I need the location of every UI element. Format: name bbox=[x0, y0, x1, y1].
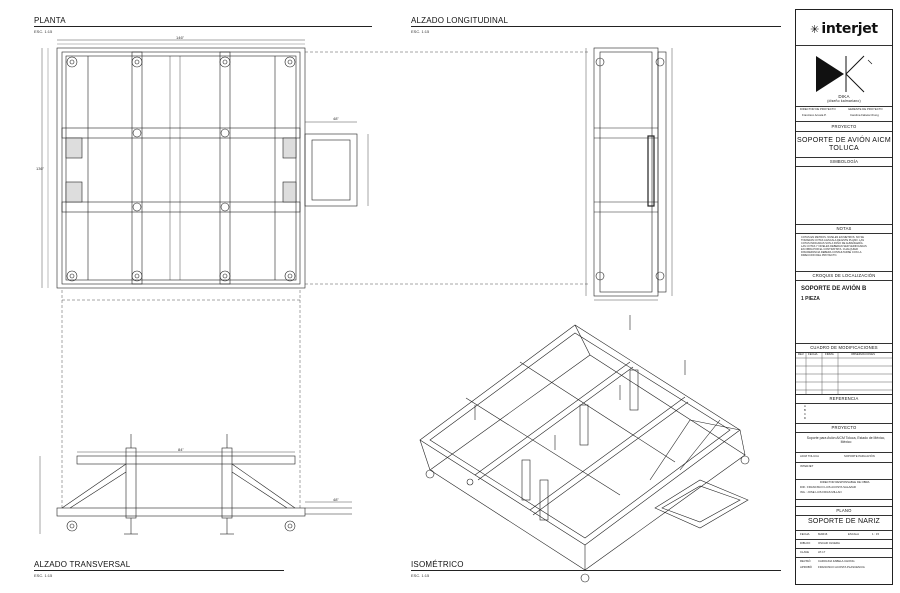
view-title-underline bbox=[411, 26, 781, 27]
aprobo-label: APROBÓ bbox=[800, 565, 812, 569]
title-block: ✳ interjet DIKA (diseño kalmariano) DIRE… bbox=[795, 9, 893, 585]
dim-planta-left: 136" bbox=[36, 166, 45, 171]
referencia-item: B bbox=[804, 408, 806, 412]
pieza-title: SOPORTE DE AVIÓN B bbox=[801, 286, 867, 292]
dro-line1: DIRECTOR RESPONSABLE DE OBRA bbox=[820, 480, 870, 484]
fecha-value: MAR16 bbox=[818, 532, 828, 536]
plan-view-drawing bbox=[41, 39, 590, 510]
clave-label: CLAVE bbox=[800, 550, 809, 554]
side-elevation-drawing bbox=[585, 47, 673, 301]
front-elevation-drawing bbox=[39, 434, 352, 535]
aprobo-value: FRANCISCO ACOSTA PLASCENCIA bbox=[818, 565, 865, 569]
cuadro-header: CUADRO DE MODIFICACIONES bbox=[810, 345, 878, 350]
director-name: Francisco Acosta P. bbox=[802, 113, 827, 117]
fecha-label: FECHA bbox=[800, 532, 810, 536]
plano-header: PLANO bbox=[836, 508, 852, 513]
dim-planta-ext: 48" bbox=[333, 116, 339, 121]
view-title-alzado-transversal: ALZADO TRANSVERSAL bbox=[34, 560, 131, 569]
view-title-underline bbox=[34, 26, 372, 27]
cuadro-col-rev: REV. bbox=[798, 352, 805, 356]
gerente-name: Carolina Fabela Chong bbox=[850, 113, 879, 117]
escala-value: 1 : 15 bbox=[872, 532, 879, 536]
dro-line3: ING.: JOSE LUIS FRIAS MILLAN bbox=[800, 490, 842, 494]
clave-value: AT-17 bbox=[818, 550, 826, 554]
dro-line2: DIR.: FRANCISCO LUIS ACOSTA SALAZAR bbox=[800, 485, 856, 489]
plano-name: SOPORTE DE NARIZ bbox=[808, 518, 880, 525]
view-title-underline bbox=[34, 570, 284, 571]
isometric-drawing bbox=[419, 315, 750, 583]
view-scale-isometrico: ESC. 1:15 bbox=[411, 573, 430, 578]
view-scale-planta: ESC. 1:15 bbox=[34, 29, 53, 34]
proyecto2-desc: Soporte para Avión AICM Toluca, Estado d… bbox=[806, 436, 886, 444]
client-name: DIKA bbox=[838, 94, 850, 99]
dika-logo bbox=[816, 55, 873, 93]
view-title-isometrico: ISOMÉTRICO bbox=[411, 560, 464, 569]
soporte-label: SOPORTE PARA AVIÓN bbox=[844, 454, 875, 458]
escala-label: ESCALA bbox=[848, 532, 860, 536]
cuadro-col-firma: FIRMA bbox=[825, 352, 834, 356]
croquis-header: CROQUIS DE LOCALIZACIÓN bbox=[812, 273, 876, 278]
referencia-item: C bbox=[804, 412, 807, 416]
proyecto2-header: PROYECTO bbox=[831, 425, 857, 430]
director-label: DIRECTOR DE PROYECTO bbox=[800, 107, 836, 111]
dibujo-value: OSCAR OLVERA bbox=[818, 541, 840, 545]
notas-header: NOTAS bbox=[836, 226, 852, 231]
interjet-label: INTERJET bbox=[800, 464, 814, 468]
asterisk-icon: ✳ bbox=[810, 23, 820, 36]
interjet-logo: ✳ interjet bbox=[810, 21, 878, 37]
view-title-planta: PLANTA bbox=[34, 16, 66, 25]
reviso-label: REVISÓ bbox=[800, 559, 811, 563]
reviso-value: CAROLINA FABELA CHONG bbox=[818, 559, 855, 563]
cuadro-col-obs: OBSERVACIONES bbox=[851, 352, 875, 356]
client-subtitle: (diseño kalmariano) bbox=[827, 99, 861, 103]
referencia-item: A bbox=[804, 404, 806, 408]
simbologia-header: SIMBOLOGÍA bbox=[829, 159, 859, 164]
referencia-header: REFERENCIA bbox=[829, 396, 859, 401]
dibujo-label: DIBUJO bbox=[800, 541, 811, 545]
view-title-underline bbox=[411, 570, 781, 571]
aicm-label: AICM TOLUCA bbox=[800, 454, 820, 458]
modifications-grid bbox=[796, 352, 892, 394]
dim-planta-top: 146" bbox=[176, 35, 185, 40]
proyecto-name: SOPORTE DE AVIÓN AICM TOLUCA bbox=[797, 137, 891, 152]
view-scale-alzado-transversal: ESC. 1:15 bbox=[34, 573, 53, 578]
view-scale-alzado-longitudinal: ESC. 1:15 bbox=[411, 29, 430, 34]
cuadro-col-fecha: FECHA bbox=[808, 352, 818, 356]
dim-trans-ext: 48" bbox=[333, 497, 339, 502]
proyecto-header: PROYECTO bbox=[831, 124, 857, 129]
notas-text: COTAS EN METROS. NIVELES EN METROS. NO S… bbox=[801, 236, 867, 257]
gerente-label: GERENTE DE PROYECTO bbox=[848, 107, 883, 111]
referencia-item: D bbox=[804, 416, 807, 420]
dim-trans-top: 84" bbox=[178, 447, 184, 452]
pieza-qty: 1 PIEZA bbox=[801, 296, 820, 302]
view-title-alzado-longitudinal: ALZADO LONGITUDINAL bbox=[411, 16, 509, 25]
